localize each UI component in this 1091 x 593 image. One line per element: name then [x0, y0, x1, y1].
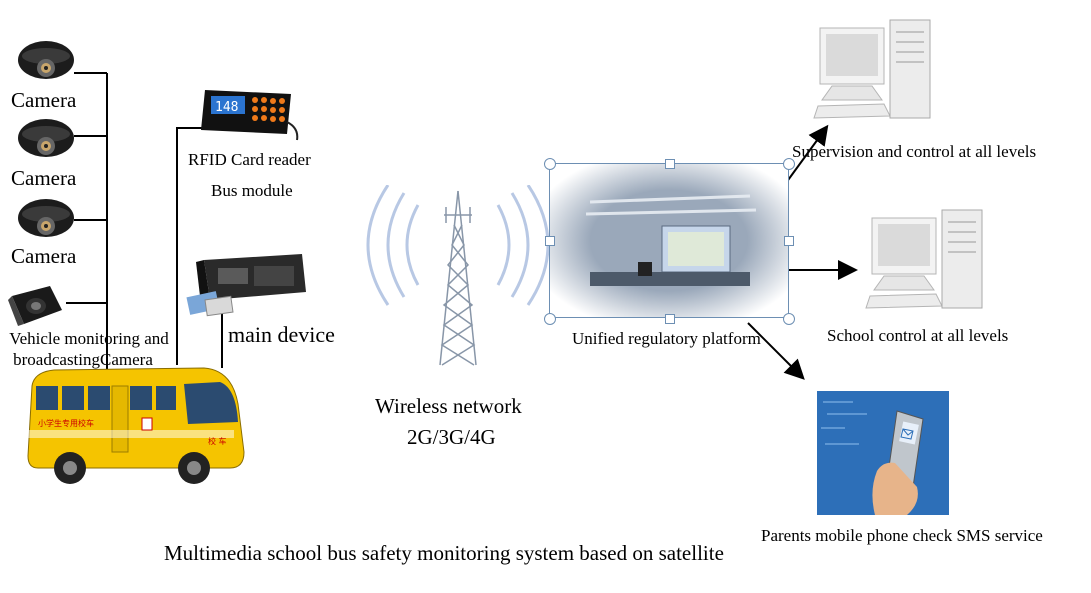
rfid-label: RFID Card reader: [188, 150, 311, 169]
resize-handle[interactable]: [665, 159, 675, 169]
dome-camera-icon: [18, 41, 74, 79]
wireless-generations-label: 2G/3G/4G: [407, 425, 496, 449]
platform-image-frame[interactable]: [544, 158, 795, 325]
main-device-label: main device: [228, 322, 335, 347]
camera-label: Camera: [11, 244, 77, 268]
rfid-display-text: 148: [215, 100, 238, 115]
platform-label: Unified regulatory platform: [572, 329, 761, 348]
parents-label: Parents mobile phone check SMS service: [761, 526, 1043, 545]
diagram-caption: Multimedia school bus safety monitoring …: [164, 541, 724, 565]
wireless-label: Wireless network: [375, 394, 522, 418]
mobile-phone-photo: [817, 391, 949, 515]
resize-handle[interactable]: [544, 313, 556, 325]
school-bus-icon: 小学生专用校车 校 车: [27, 367, 245, 484]
resize-handle[interactable]: [544, 158, 556, 170]
desktop-computer-icon: [865, 209, 983, 309]
resize-handle[interactable]: [783, 158, 795, 170]
school-label: School control at all levels: [827, 326, 1009, 345]
control-room-photo: [550, 164, 788, 317]
main-device-icon: [186, 254, 306, 317]
camera-label: Camera: [11, 166, 77, 190]
supervision-label: Supervision and control at all levels: [792, 142, 1037, 161]
wireless-tower-icon: [366, 185, 550, 366]
dome-camera-icon: [18, 119, 74, 157]
resize-handle[interactable]: [545, 236, 555, 246]
desktop-computer-icon: [813, 19, 931, 119]
resize-handle[interactable]: [784, 236, 794, 246]
rfid-reader-icon: 148: [201, 90, 299, 141]
vehicle-camera-icon: [8, 286, 62, 326]
resize-handle[interactable]: [665, 314, 675, 324]
bus-module-label: Bus module: [211, 181, 293, 200]
bus-front-text: 校 车: [208, 436, 227, 446]
dome-camera-icon: [18, 199, 74, 237]
bus-side-text: 小学生专用校车: [38, 418, 94, 428]
camera-label: Camera: [11, 88, 77, 112]
vehicle-camera-label: Vehicle monitoring and broadcastingCamer…: [9, 329, 169, 369]
resize-handle[interactable]: [783, 313, 795, 325]
